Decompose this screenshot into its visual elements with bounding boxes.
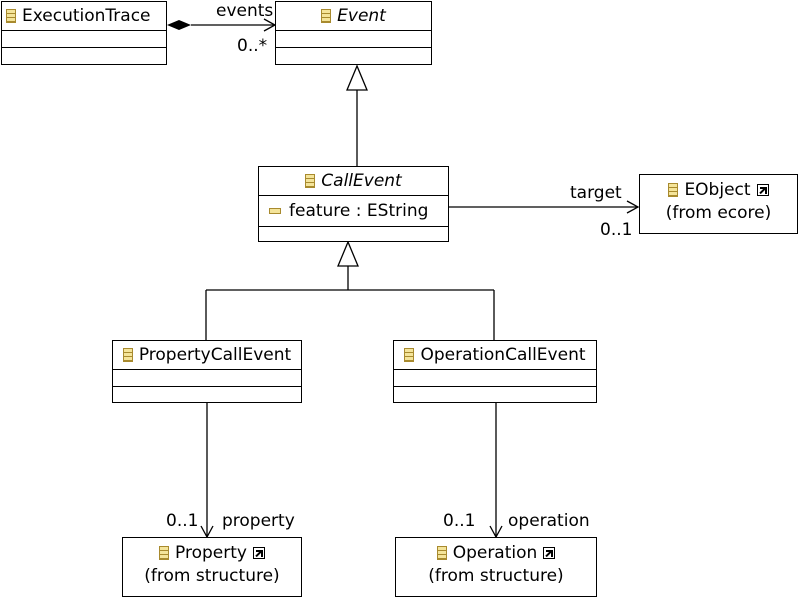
generalization-triangle — [337, 240, 359, 267]
association-target-edge — [449, 200, 640, 214]
class-icon — [668, 183, 679, 197]
class-event[interactable]: Event — [275, 1, 432, 65]
association-operation-edge — [489, 403, 503, 539]
class-operationcallevent[interactable]: OperationCallEvent — [393, 340, 597, 403]
class-header: Operation — [396, 540, 596, 566]
class-icon — [122, 348, 133, 362]
class-origin: (from structure) — [428, 566, 564, 586]
class-header: PropertyCallEvent — [113, 341, 301, 369]
class-name: EObject — [684, 180, 751, 200]
class-header: CallEvent — [259, 167, 448, 195]
class-icon — [305, 174, 316, 188]
class-name: OperationCallEvent — [420, 345, 586, 365]
external-link-icon[interactable] — [252, 547, 265, 559]
operations-compartment — [2, 47, 166, 65]
multiplicity-label-operation: 0..1 — [443, 511, 476, 531]
open-arrowhead — [626, 200, 640, 214]
class-origin: (from ecore) — [665, 203, 772, 223]
attributes-compartment — [394, 369, 596, 386]
multiplicity-label-events: 0..* — [237, 36, 268, 56]
class-executiontrace[interactable]: ExecutionTrace — [1, 1, 167, 65]
attributes-compartment — [113, 369, 301, 386]
class-name: Property — [175, 543, 247, 563]
attributes-compartment — [276, 30, 431, 47]
association-property-edge — [200, 403, 214, 539]
class-header: OperationCallEvent — [394, 341, 596, 369]
class-icon — [159, 546, 170, 560]
role-label-target: target — [570, 183, 622, 203]
external-link-icon[interactable] — [756, 184, 769, 196]
external-link-icon[interactable] — [543, 547, 556, 559]
class-property[interactable]: Property (from structure) — [122, 537, 302, 597]
attribute-feature[interactable]: feature : EString — [289, 201, 429, 221]
attributes-compartment — [2, 30, 166, 47]
class-callevent[interactable]: CallEvent feature : EString — [258, 166, 449, 242]
class-icon — [6, 9, 16, 23]
class-icon — [436, 546, 447, 560]
class-icon — [404, 348, 415, 362]
class-propertycallevent[interactable]: PropertyCallEvent — [112, 340, 302, 403]
attributes-compartment: feature : EString — [259, 195, 448, 226]
attribute-icon — [269, 208, 281, 214]
class-header: Event — [276, 2, 431, 30]
operations-compartment — [394, 386, 596, 403]
generalization-subclasses-callevent — [205, 240, 495, 340]
operations-compartment — [113, 386, 301, 403]
composition-diamond — [167, 20, 191, 30]
class-eobject[interactable]: EObject (from ecore) — [639, 174, 798, 234]
multiplicity-label-target: 0..1 — [600, 220, 633, 240]
class-name: PropertyCallEvent — [138, 345, 292, 365]
class-header: Property — [123, 540, 301, 566]
class-name: Operation — [452, 543, 538, 563]
generalization-triangle — [346, 64, 368, 91]
class-origin: (from structure) — [144, 566, 280, 586]
class-name: Event — [337, 6, 386, 26]
role-label-events: events — [216, 1, 274, 21]
class-icon — [321, 9, 332, 23]
class-operation[interactable]: Operation (from structure) — [395, 537, 597, 597]
role-label-operation: operation — [508, 511, 590, 531]
role-label-property: property — [222, 511, 295, 531]
class-header: ExecutionTrace — [2, 2, 166, 30]
operations-compartment — [276, 47, 431, 65]
class-name: CallEvent — [321, 171, 402, 191]
operations-compartment — [259, 226, 448, 242]
multiplicity-label-property: 0..1 — [166, 511, 199, 531]
generalization-callevent-event — [346, 64, 368, 166]
class-name: ExecutionTrace — [22, 6, 151, 26]
class-header: EObject — [640, 177, 797, 203]
